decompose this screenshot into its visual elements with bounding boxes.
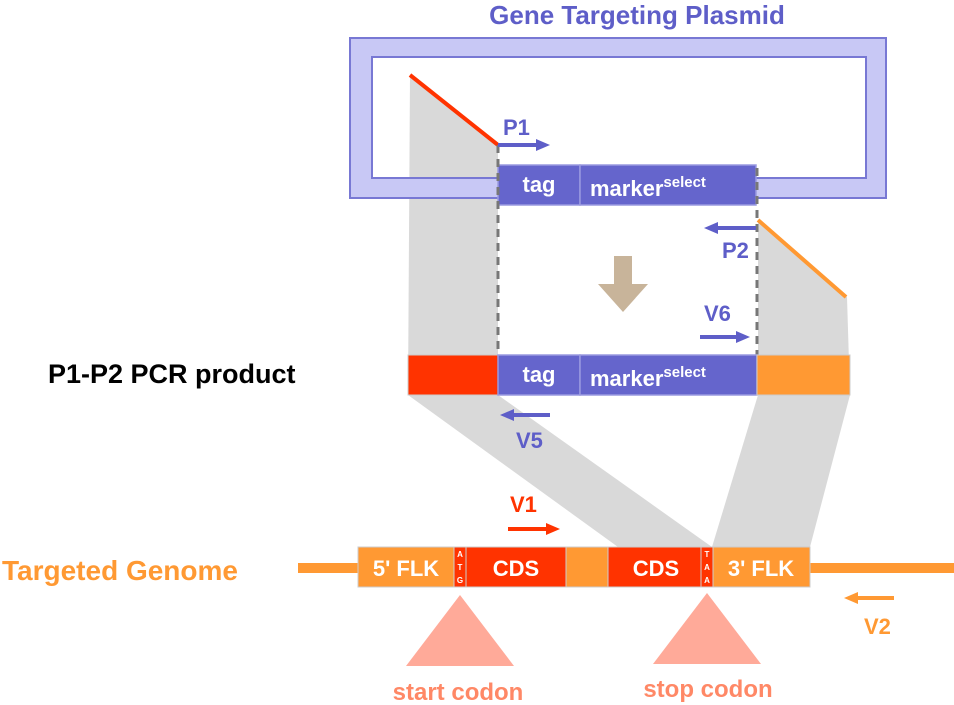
start-codon-label: start codon: [393, 679, 524, 705]
primer-v5-label: V5: [516, 428, 543, 453]
primer-v6-label: V6: [704, 301, 731, 326]
genome-cds-2-label: CDS: [633, 556, 679, 581]
down-arrow-icon: [598, 256, 648, 312]
stop-codon-label: stop codon: [643, 676, 772, 703]
right-homology-band: [758, 220, 850, 395]
atg-letter-g: G: [457, 576, 463, 585]
primer-v2: V2: [844, 592, 894, 639]
taa-letter-t: T: [705, 550, 710, 559]
pcr-tag-label: tag: [523, 362, 556, 387]
taa-letter-a1: A: [704, 563, 710, 572]
genome-line-left: [298, 563, 358, 573]
plasmid-marker-label: markerselect: [590, 174, 706, 201]
atg-letter-a: A: [457, 550, 463, 559]
pcr-product-bar: tag markerselect: [407, 354, 851, 396]
genome-intron: [565, 546, 609, 588]
plasmid-left-arm: [408, 73, 500, 147]
plasmid-cassette: tag markerselect: [497, 164, 757, 206]
primer-p2: P2: [704, 222, 756, 263]
primer-v2-label: V2: [864, 614, 891, 639]
primer-p2-label: P2: [722, 238, 749, 263]
pcr-right-arm: [756, 354, 851, 396]
targeted-genome-label: Targeted Genome: [2, 555, 238, 586]
lower-left-band: [408, 395, 712, 547]
taa-letter-a2: A: [704, 576, 710, 585]
primer-v6: V6: [700, 301, 750, 343]
primer-p1: P1: [498, 115, 550, 151]
genome-3-flk: [712, 546, 811, 588]
plasmid-tag-label: tag: [523, 172, 556, 197]
genome-5-flk-label: 5' FLK: [373, 556, 439, 581]
primer-v1: V1: [508, 492, 560, 535]
plasmid-marker-box: [579, 164, 757, 206]
primer-v5: V5: [500, 409, 550, 453]
diagram-title: Gene Targeting Plasmid: [489, 0, 785, 30]
genome-3-flk-label: 3' FLK: [728, 556, 794, 581]
lower-right-band: [712, 395, 850, 547]
genome-cds-1-label: CDS: [493, 556, 539, 581]
pcr-product-label: P1-P2 PCR product: [48, 359, 296, 389]
pcr-marker-label: markerselect: [590, 364, 706, 391]
atg-letter-t: T: [458, 563, 463, 572]
pcr-tag-box: [497, 354, 581, 396]
pcr-marker-box: [579, 354, 758, 396]
stop-codon-triangle: [653, 593, 761, 664]
genome-cds-1: [465, 546, 567, 588]
genome-cds-2: [607, 546, 702, 588]
start-codon-triangle: [406, 595, 514, 666]
primer-v1-label: V1: [510, 492, 537, 517]
left-homology-band: [408, 75, 498, 395]
plasmid-right-arm: [756, 218, 848, 299]
genome-line-right: [810, 563, 954, 573]
genome-bar: 5' FLK CDS CDS 3' FLK A T G T A A: [357, 546, 811, 588]
primer-p1-label: P1: [503, 115, 530, 140]
plasmid-frame: [349, 37, 887, 199]
pcr-left-arm: [407, 354, 499, 396]
